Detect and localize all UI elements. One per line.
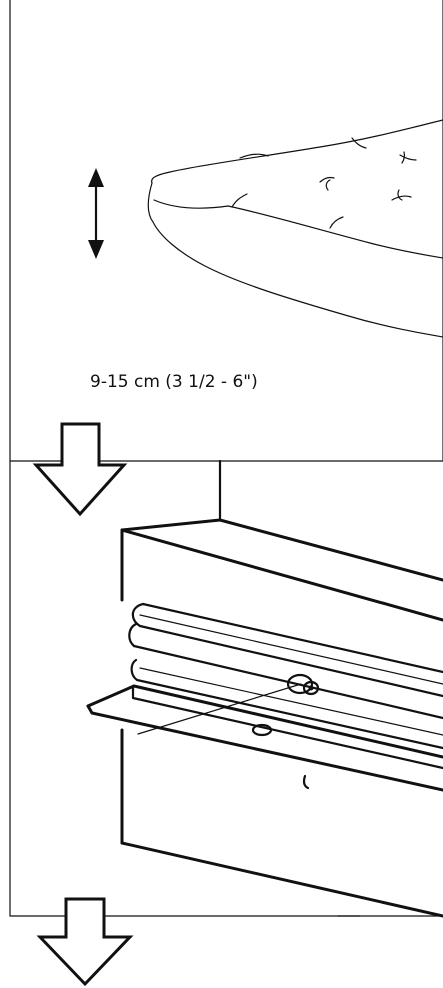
- panel-2-frame: [9, 460, 443, 917]
- thickness-double-arrow-icon: [88, 168, 104, 259]
- mattress-illustration: [147, 119, 443, 338]
- mattress-thickness-label: 9-15 cm (3 1/2 - 6"): [90, 372, 258, 392]
- panel-frames: [9, 0, 443, 917]
- continue-arrow-icon: [36, 897, 134, 987]
- next-step-arrow-icon: [32, 422, 128, 517]
- bed-frame-illustration: [86, 459, 443, 918]
